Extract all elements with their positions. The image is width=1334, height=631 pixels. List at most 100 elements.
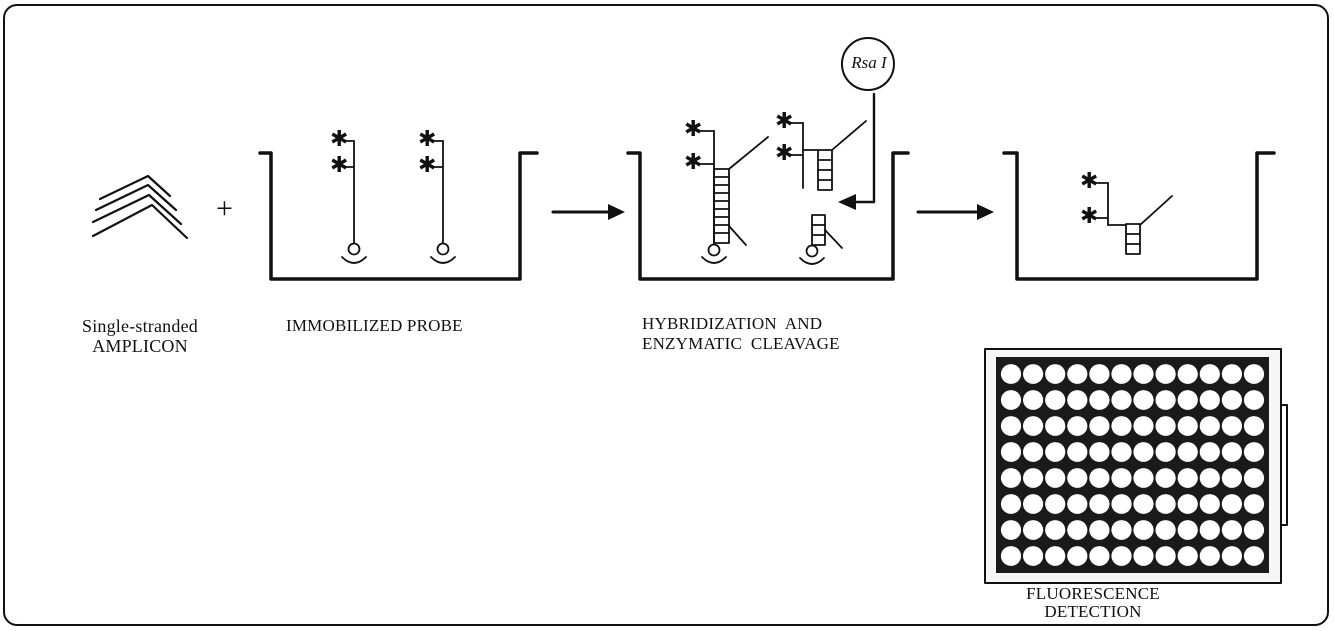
plate-well (1178, 468, 1198, 488)
plate-well (1023, 442, 1043, 462)
plate-well (1178, 390, 1198, 410)
residual-probe (800, 215, 842, 264)
amplicon-label-line1: Single-stranded (40, 316, 240, 336)
amplicon-label-line2: AMPLICON (40, 336, 240, 356)
detection-label-line1: FLUORESCENCE (1018, 585, 1168, 603)
plate-well (1111, 442, 1131, 462)
plate-well (1244, 442, 1264, 462)
plate-well (1001, 390, 1021, 410)
plate-well (1244, 364, 1264, 384)
marker-asterisk: ✱ (418, 155, 437, 174)
plate-well (1178, 442, 1198, 462)
plate-well (1133, 546, 1153, 566)
plate-well (1089, 416, 1109, 436)
plate-well (1001, 442, 1021, 462)
plate-well (1133, 416, 1153, 436)
plate-well (1222, 416, 1242, 436)
detection-label-line2: DETECTION (1018, 603, 1168, 621)
plate-well (1156, 546, 1176, 566)
plate-well (1111, 364, 1131, 384)
plate-well (1001, 416, 1021, 436)
plate-well (1001, 364, 1021, 384)
plate-well (1111, 468, 1131, 488)
plate-well (1156, 364, 1176, 384)
plate-well (1045, 520, 1065, 540)
marker-asterisk: ✱ (775, 143, 794, 162)
probe-label: IMMOBILIZED PROBE (286, 316, 463, 335)
plate-well (1111, 416, 1131, 436)
plate-well (1156, 494, 1176, 514)
plate-well (1067, 468, 1087, 488)
plate-well (1045, 546, 1065, 566)
plate-well (1045, 468, 1065, 488)
plate-well (1067, 442, 1087, 462)
plate-well (1222, 390, 1242, 410)
released-fragment (1095, 183, 1172, 254)
plate-well (1023, 364, 1043, 384)
well-hybridization (628, 153, 908, 279)
hybridization-label: HYBRIDIZATION AND ENZYMATIC CLEAVAGE (642, 314, 840, 354)
marker-asterisk: ✱ (418, 129, 437, 148)
plate-well (1244, 468, 1264, 488)
plate-well (1133, 442, 1153, 462)
plate-well (1222, 364, 1242, 384)
plate-well (1156, 468, 1176, 488)
plate-well (1133, 468, 1153, 488)
plate-well (1222, 520, 1242, 540)
marker-asterisk: ✱ (330, 155, 349, 174)
plate-well (1244, 416, 1264, 436)
plate-well (1156, 442, 1176, 462)
plate-well (1067, 416, 1087, 436)
plate-well (1200, 390, 1220, 410)
plate-well (1045, 494, 1065, 514)
plate-well (1178, 546, 1198, 566)
plate-well (1200, 468, 1220, 488)
marker-asterisk: ✱ (330, 129, 349, 148)
plate-well (1244, 494, 1264, 514)
plate-well (1111, 494, 1131, 514)
plate-well (1089, 468, 1109, 488)
plate-well (1001, 468, 1021, 488)
plus-sign: + (216, 194, 233, 224)
plate-well (1111, 546, 1131, 566)
plate-well (1178, 494, 1198, 514)
plate-well (1023, 416, 1043, 436)
plate-well (1200, 494, 1220, 514)
amplicon-strands-icon (93, 176, 187, 238)
plate-well (1244, 520, 1264, 540)
plate-well (1045, 390, 1065, 410)
plate-well (1111, 390, 1131, 410)
plate-well (1001, 494, 1021, 514)
plate-well (1001, 546, 1021, 566)
plate-well (1133, 520, 1153, 540)
amplicon-label: Single-stranded AMPLICON (40, 316, 240, 356)
plate-well (1111, 520, 1131, 540)
plate-well (1045, 416, 1065, 436)
plate-well (1200, 546, 1220, 566)
plate-well (1089, 442, 1109, 462)
microplate-icon (985, 349, 1287, 583)
plate-well (1200, 416, 1220, 436)
plate-well (1156, 416, 1176, 436)
plate-well (1067, 546, 1087, 566)
well-detection (1004, 153, 1274, 279)
plate-well (1089, 546, 1109, 566)
hybridization-label-line1: HYBRIDIZATION AND (642, 314, 840, 334)
plate-well (1023, 390, 1043, 410)
plate-well (1222, 468, 1242, 488)
plate-well (1023, 520, 1043, 540)
plate-well (1089, 364, 1109, 384)
plate-well (1222, 546, 1242, 566)
plate-well (1067, 390, 1087, 410)
plate-well (1089, 494, 1109, 514)
plate-well (1089, 390, 1109, 410)
plate-well (1001, 520, 1021, 540)
plate-well (1200, 442, 1220, 462)
marker-asterisk: ✱ (1080, 171, 1099, 190)
plate-well (1067, 364, 1087, 384)
plate-well (1178, 364, 1198, 384)
plate-well (1133, 494, 1153, 514)
plate-well (1200, 364, 1220, 384)
marker-asterisk: ✱ (775, 111, 794, 130)
plate-well (1067, 494, 1087, 514)
